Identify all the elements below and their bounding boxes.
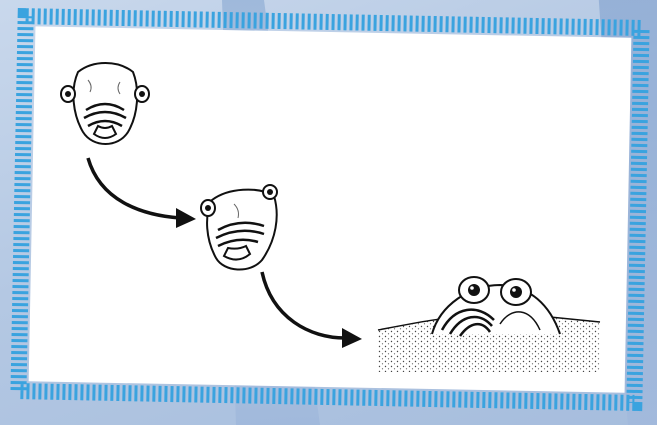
diagram-card [0, 0, 657, 425]
diagram-svg [0, 0, 657, 425]
